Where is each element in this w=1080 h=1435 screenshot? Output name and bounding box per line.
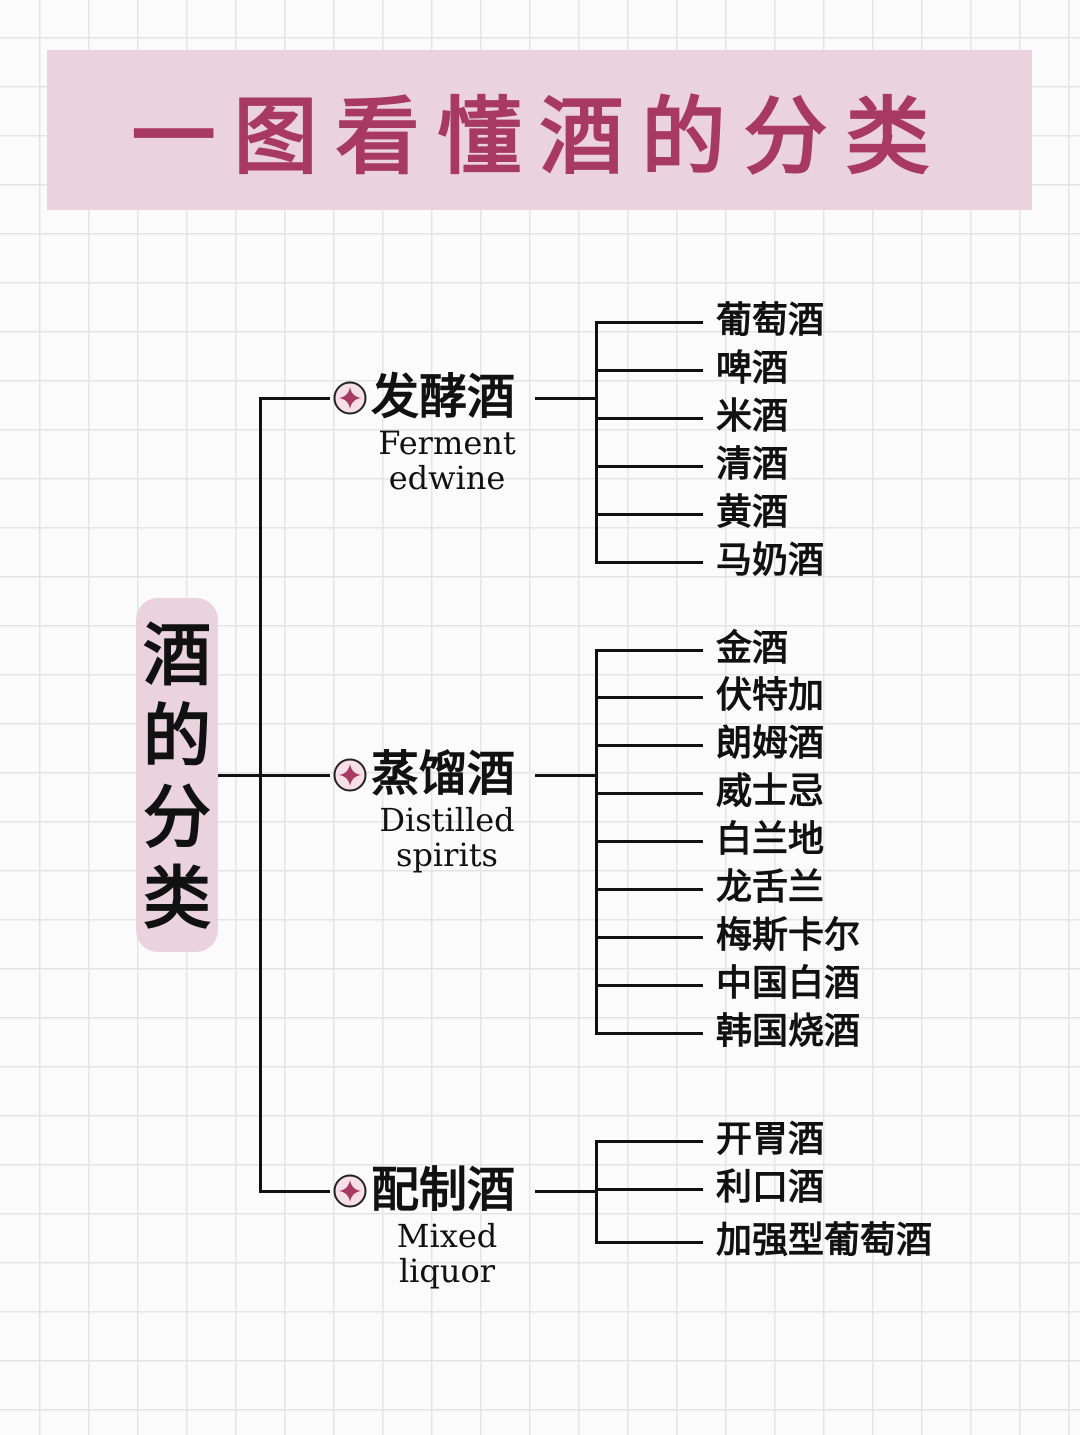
leaf-line-distilled [596,695,703,699]
leaf-item-distilled: 梅斯卡尔 [716,914,861,956]
connector-fermented [535,396,596,400]
leaf-line-fermented [596,464,703,468]
leaf-item-fermented: 米酒 [716,395,789,437]
leaf-line-distilled [596,935,703,939]
leaf-line-distilled [596,743,703,747]
leaf-item-distilled: 韩国烧酒 [716,1010,861,1052]
leaf-line-distilled [596,839,703,843]
leaf-item-distilled: 朗姆酒 [716,722,825,764]
category-node-mixed: 配制酒 [333,1162,533,1223]
leaf-line-fermented [596,416,703,420]
leaf-line-distilled [596,1031,703,1035]
category-english-label: Mixed liquor [396,1217,498,1290]
leaf-item-distilled: 威士忌 [716,770,825,812]
category-label: 蒸馏酒 [371,746,516,802]
star-icon [333,758,367,792]
category-label: 配制酒 [371,1162,516,1218]
category-english-label: Distilled spirits [379,801,515,874]
connector-mixed [535,1189,596,1193]
leaf-item-fermented: 黄酒 [716,491,789,533]
leaf-line-distilled [596,648,703,652]
leaf-item-mixed: 利口酒 [716,1166,825,1208]
leaf-line-mixed [596,1139,703,1143]
leaf-item-fermented: 清酒 [716,443,789,485]
leaf-line-distilled [596,887,703,891]
branch-mixed [260,1189,330,1193]
leaf-line-mixed [596,1187,703,1191]
leaf-item-mixed: 加强型葡萄酒 [716,1219,933,1261]
category-english-label: Ferment edwine [378,424,516,497]
leaf-item-mixed: 开胃酒 [716,1118,825,1160]
branch-distilled [260,773,330,777]
page-title: 一图看懂酒的分类 [131,87,948,186]
star-icon [333,1174,367,1208]
leaf-item-distilled: 伏特加 [716,674,825,716]
leaf-line-mixed [596,1240,703,1244]
leaf-item-distilled: 白兰地 [716,818,825,860]
leaf-line-fermented [596,368,703,372]
leaf-line-distilled [596,791,703,795]
leaf-line-fermented [596,512,703,516]
subtrunk-fermented [594,320,598,564]
subtrunk-mixed [594,1139,598,1244]
connector-distilled [535,773,596,777]
root-label: 酒的分类 [142,616,211,939]
root-node: 酒的分类 [136,598,218,952]
leaf-item-fermented: 啤酒 [716,347,789,389]
title-banner: 一图看懂酒的分类 [47,50,1032,210]
leaf-item-distilled: 龙舌兰 [716,866,825,908]
root-connector [218,773,260,777]
category-node-distilled: 蒸馏酒 [333,746,533,807]
category-label: 发酵酒 [371,369,516,425]
trunk-line [258,396,262,1193]
leaf-item-fermented: 马奶酒 [716,539,825,581]
branch-fermented [260,396,330,400]
leaf-line-fermented [596,320,703,324]
leaf-line-distilled [596,983,703,987]
star-icon [333,381,367,415]
category-node-fermented: 发酵酒 [333,369,533,430]
leaf-item-fermented: 葡萄酒 [716,299,825,341]
leaf-item-distilled: 金酒 [716,627,789,669]
leaf-item-distilled: 中国白酒 [716,962,861,1004]
leaf-line-fermented [596,560,703,564]
